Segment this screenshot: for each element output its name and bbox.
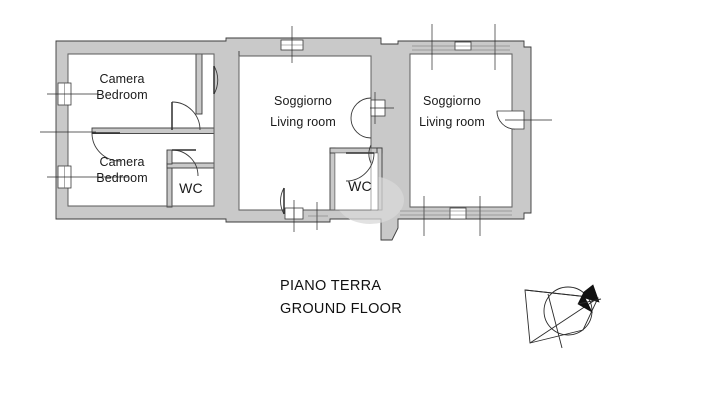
room-label-bedroom-bottom-en: Bedroom <box>96 171 147 185</box>
partition-wc-center-left <box>329 147 336 211</box>
room-label-living-center-it: Soggiorno <box>274 94 332 108</box>
room-label-wc-left: WC <box>179 180 203 196</box>
wall-inner-outlines <box>67 53 513 211</box>
caption-line-italian: PIANO TERRA <box>280 278 381 294</box>
room-labels: Camera Bedroom Camera Bedroom WC Soggior… <box>96 72 485 196</box>
compass-needle-north <box>577 284 600 313</box>
outline-left-block <box>67 53 215 207</box>
window-living-right-south <box>449 207 467 220</box>
room-label-living-right-it: Soggiorno <box>423 94 481 108</box>
outline-center-block <box>238 55 372 211</box>
plan-caption: PIANO TERRA GROUND FLOOR <box>280 278 402 317</box>
room-label-living-center-en: Living room <box>270 115 336 129</box>
windows <box>40 24 552 236</box>
partition-wc-left-nib <box>166 149 173 165</box>
room-label-bedroom-bottom-it: Camera <box>99 155 144 169</box>
door-arc-hall-center <box>213 65 219 95</box>
room-label-wc-center: WC <box>348 178 372 194</box>
room-label-bedroom-top-en: Bedroom <box>96 88 147 102</box>
door-arc-wc-center <box>345 152 375 182</box>
outline-right-block <box>409 53 513 208</box>
door-arc-living-link-lower <box>368 144 372 164</box>
door-arc-bedroom-bottom <box>91 132 121 162</box>
door-arc-living-center-south <box>280 187 285 215</box>
doors <box>91 65 394 215</box>
partition-bedroom-hall-upper <box>195 53 203 115</box>
room-label-bedroom-top-it: Camera <box>99 72 144 86</box>
partition-wc-left-vertical <box>166 162 173 208</box>
north-arrow <box>524 284 602 349</box>
partition-wc-left-horizontal <box>166 162 215 169</box>
door-arc-living-link-upper <box>350 97 372 139</box>
compass-needle-tail <box>577 298 602 305</box>
room-label-living-right-en: Living room <box>419 115 485 129</box>
caption-line-english: GROUND FLOOR <box>280 301 402 317</box>
door-arc-bedroom-top <box>171 101 201 131</box>
